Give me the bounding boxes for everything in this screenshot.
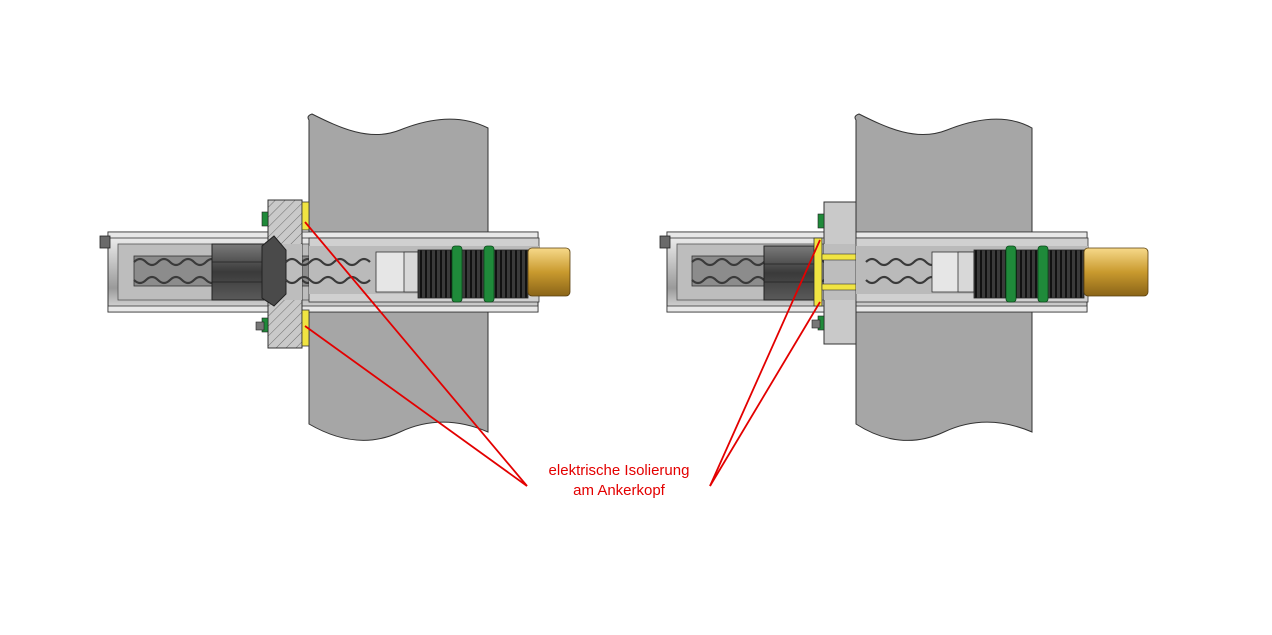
right-insulation-sleeve	[813, 237, 823, 307]
left-washer-icon	[261, 211, 269, 227]
left-seal-ring-icon	[451, 245, 463, 303]
callout-leader-lines	[304, 221, 821, 487]
left-corrugated-sheath	[417, 249, 529, 299]
right-brass-fitting	[1083, 247, 1149, 297]
left-cap-screw-icon	[99, 235, 111, 249]
callout-label-line2: am Ankerkopf	[573, 482, 666, 499]
right-anchor-assembly	[659, 113, 1149, 441]
right-seal-ring-icon	[1005, 245, 1017, 303]
left-anchor-assembly	[99, 113, 571, 441]
right-corrugated-sheath	[973, 249, 1085, 299]
right-washer-icon	[817, 213, 825, 229]
left-anchor-nut	[211, 243, 265, 301]
callout-label-line1: elektrische Isolierung	[549, 462, 690, 479]
left-concrete-wall	[307, 113, 489, 233]
right-concrete-wall	[854, 113, 1033, 233]
left-brass-fitting	[527, 247, 571, 297]
left-concrete-wall-lower	[308, 307, 489, 441]
right-concrete-wall-lower	[855, 307, 1033, 441]
left-insulation-upper	[301, 201, 310, 231]
right-cap-screw-icon	[659, 235, 671, 249]
right-anchor-nut	[763, 245, 815, 301]
